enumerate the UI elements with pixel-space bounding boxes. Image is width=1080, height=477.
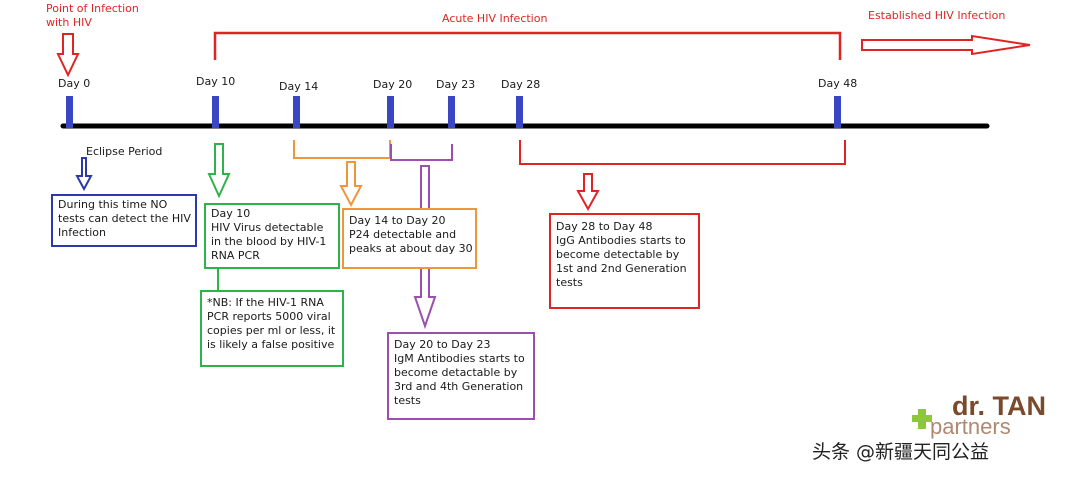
note-line-4: is likely a false positive [207,338,335,351]
eclipse-arrow-icon [75,157,93,192]
day10-line-3: RNA PCR [211,249,260,262]
igg-line-3: 1st and 2nd Generation [556,262,687,275]
day-marker-14 [293,96,300,128]
day-marker-48 [834,96,841,128]
logo-text-primary: dr. TAN [952,391,1046,421]
igg-bracket [519,140,846,165]
day10-line-1: HIV Virus detectable [211,221,324,234]
eclipse-line-1: During this time NO [58,198,168,211]
igg-line-1: IgG Antibodies starts to [556,234,686,247]
logo-cross-icon [912,409,932,429]
igm-line-4: tests [394,394,421,407]
note-line-1: *NB: If the HIV-1 RNA [207,296,324,309]
day10-line-2: in the blood by HIV-1 [211,235,327,248]
infection-point-line-1: Point of Infection [46,2,139,15]
igg-line-2: become detectable by [556,248,680,261]
p24-line-1: P24 detectable and [349,228,457,241]
day-label-14: Day 14 [279,80,319,93]
source-watermark: 头条 @新疆天同公益 [812,441,990,463]
igm-info-box: Day 20 to Day 23 IgM Antibodies starts t… [387,332,535,420]
infection-point-line-2: with HIV [46,16,92,29]
day-marker-10 [212,96,219,128]
igm-bracket [390,144,453,161]
day-label-0: Day 0 [58,77,91,90]
igm-title: Day 20 to Day 23 [394,338,491,351]
eclipse-period-label: Eclipse Period [86,145,163,158]
day-marker-28 [516,96,523,128]
day10-title: Day 10 [211,207,251,220]
note-line-2: PCR reports 5000 viral [207,310,331,323]
igg-line-4: tests [556,276,583,289]
note-line-3: copies per ml or less, it [207,324,336,337]
p24-arrow-icon [339,161,363,208]
p24-bracket [293,140,391,159]
igm-line-3: 3rd and 4th Generation [394,380,524,393]
day-label-23: Day 23 [436,78,476,91]
established-infection-label: Established HIV Infection [868,9,1006,22]
established-arrow-icon [861,34,1031,56]
infection-arrow-icon [56,33,80,78]
eclipse-line-3: Infection [58,226,106,239]
igg-info-box: Day 28 to Day 48 IgG Antibodies starts t… [549,213,700,309]
igm-line-2: become detactable by [394,366,518,379]
day-label-48: Day 48 [818,77,858,90]
day-marker-20 [387,96,394,128]
day-label-20: Day 20 [373,78,413,91]
logo-text-secondary: partners [930,414,1011,439]
igg-arrow-icon [576,173,600,212]
infection-point-label: Point of Infection with HIV [46,2,139,30]
igm-arrow-icon [413,165,437,330]
igm-line-1: IgM Antibodies starts to [394,352,525,365]
day-marker-0 [66,96,73,128]
false-positive-note-box: *NB: If the HIV-1 RNA PCR reports 5000 v… [200,290,344,367]
eclipse-info-box: During this time NO tests can detect the… [51,194,197,247]
p24-line-2: peaks at about day 30 [349,242,473,255]
acute-infection-label: Acute HIV Infection [442,12,548,25]
p24-info-box: Day 14 to Day 20 P24 detectable and peak… [342,208,477,269]
p24-title: Day 14 to Day 20 [349,214,446,227]
day-label-28: Day 28 [501,78,541,91]
day10-info-box: Day 10 HIV Virus detectable in the blood… [204,203,340,269]
day-marker-23 [448,96,455,128]
day10-arrow-icon [207,143,231,199]
day-label-10: Day 10 [196,75,236,88]
acute-bracket [213,31,842,60]
eclipse-line-2: tests can detect the HIV [58,212,191,225]
igg-title: Day 28 to Day 48 [556,220,653,233]
